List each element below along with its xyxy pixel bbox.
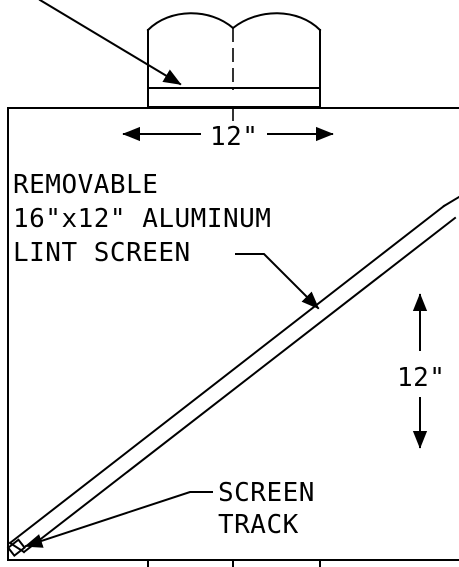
top-leader-arrow (38, 0, 182, 86)
top-dimension-label: 12" (210, 122, 258, 152)
track-label-line-1: SCREEN (218, 478, 315, 508)
side-dimension-label: 12" (397, 363, 445, 393)
lint-screen-panel (6, 195, 459, 558)
track-label-line-2: TRACK (218, 510, 299, 540)
track-leader (24, 491, 213, 548)
duct-outline (146, 12, 322, 108)
bottom-ticks (147, 559, 321, 567)
note-line-1: REMOVABLE (13, 170, 158, 200)
note-line-3: LINT SCREEN (13, 238, 191, 268)
note-line-2: 16"x12" ALUMINUM (13, 204, 271, 234)
note-leader (235, 253, 320, 310)
